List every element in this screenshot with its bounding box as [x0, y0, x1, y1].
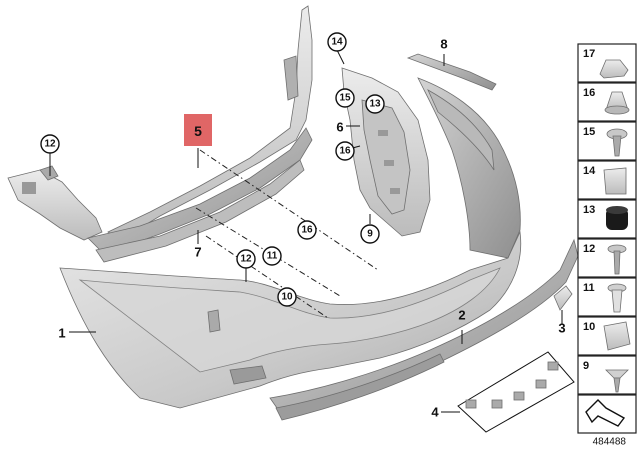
bumper-cover-part-1: [59, 230, 522, 409]
sidebar-cell-13: 13: [577, 199, 637, 239]
sidebar-cell-17: 17: [577, 43, 637, 83]
svg-text:9: 9: [367, 229, 373, 240]
carrier-part-5: [107, 5, 313, 241]
label-1: 1: [58, 326, 65, 341]
callout-12-left: 12: [40, 134, 60, 154]
svg-text:12: 12: [240, 254, 252, 265]
highlight-label-5-text: 5: [194, 123, 202, 139]
sidebar-cell-arrow: [577, 394, 637, 434]
svg-text:9: 9: [583, 360, 589, 372]
spring-nut-14-icon: [603, 167, 627, 195]
callout-16-lower: 16: [297, 220, 317, 240]
screw-15-icon: [606, 128, 628, 157]
callout-12-middle: 12: [236, 249, 256, 269]
trim-strip-part: [406, 53, 497, 91]
svg-text:14: 14: [583, 165, 596, 177]
bracket-part-6: [341, 67, 431, 237]
bolt-12-icon: [607, 244, 627, 275]
clip-nut-17-icon: [599, 59, 629, 79]
svg-text:11: 11: [583, 282, 595, 294]
sidebar-cell-10: 10: [577, 316, 637, 356]
svg-text:16: 16: [301, 225, 313, 236]
svg-text:12: 12: [44, 139, 56, 150]
side-bracket-part-12: [7, 165, 103, 241]
sidebar-cell-11: 11: [577, 277, 637, 317]
callout-10: 10: [277, 287, 297, 307]
callout-16-upper: 16: [335, 141, 355, 161]
callout-9: 9: [360, 224, 380, 244]
callout-13: 13: [365, 94, 385, 114]
highlight-label-5: 5: [184, 114, 212, 146]
small-parts-sidebar: 17 16 15 14 13: [577, 43, 637, 434]
callout-15: 15: [335, 88, 355, 108]
push-rivet-9-icon: [605, 369, 629, 393]
rubber-buffer-13-icon: [606, 206, 628, 230]
expanding-rivet-11-icon: [607, 283, 627, 313]
clip-10-icon: [603, 321, 631, 351]
callout-11: 11: [262, 246, 282, 266]
overview-arrow-icon: [585, 399, 626, 427]
label-7: 7: [194, 245, 201, 260]
svg-text:17: 17: [583, 48, 595, 60]
bumper-side-panel-part: [417, 77, 521, 259]
label-8: 8: [440, 37, 447, 52]
diagram-number: 484488: [593, 437, 627, 448]
label-3: 3: [558, 321, 565, 336]
label-6: 6: [336, 120, 343, 135]
reinforcement-part-7: [87, 127, 313, 263]
svg-text:10: 10: [281, 292, 293, 303]
svg-text:10: 10: [583, 321, 595, 333]
svg-text:16: 16: [339, 146, 351, 157]
clip-group-part-4: [457, 351, 575, 433]
sidebar-cell-14: 14: [577, 160, 637, 200]
svg-text:11: 11: [267, 251, 278, 262]
svg-text:14: 14: [331, 37, 343, 48]
svg-text:13: 13: [369, 99, 381, 110]
svg-text:16: 16: [583, 87, 595, 99]
small-cover-part-3: [553, 285, 573, 311]
svg-text:13: 13: [583, 204, 595, 216]
label-4: 4: [431, 405, 439, 420]
svg-text:12: 12: [583, 243, 595, 255]
sidebar-cell-16: 16: [577, 82, 637, 122]
svg-text:15: 15: [583, 126, 595, 138]
sidebar-cell-15: 15: [577, 121, 637, 161]
sidebar-cell-9: 9: [577, 355, 637, 395]
callout-14: 14: [327, 32, 347, 52]
svg-text:15: 15: [339, 93, 351, 104]
sidebar-cell-12: 12: [577, 238, 637, 278]
label-2: 2: [458, 308, 465, 323]
